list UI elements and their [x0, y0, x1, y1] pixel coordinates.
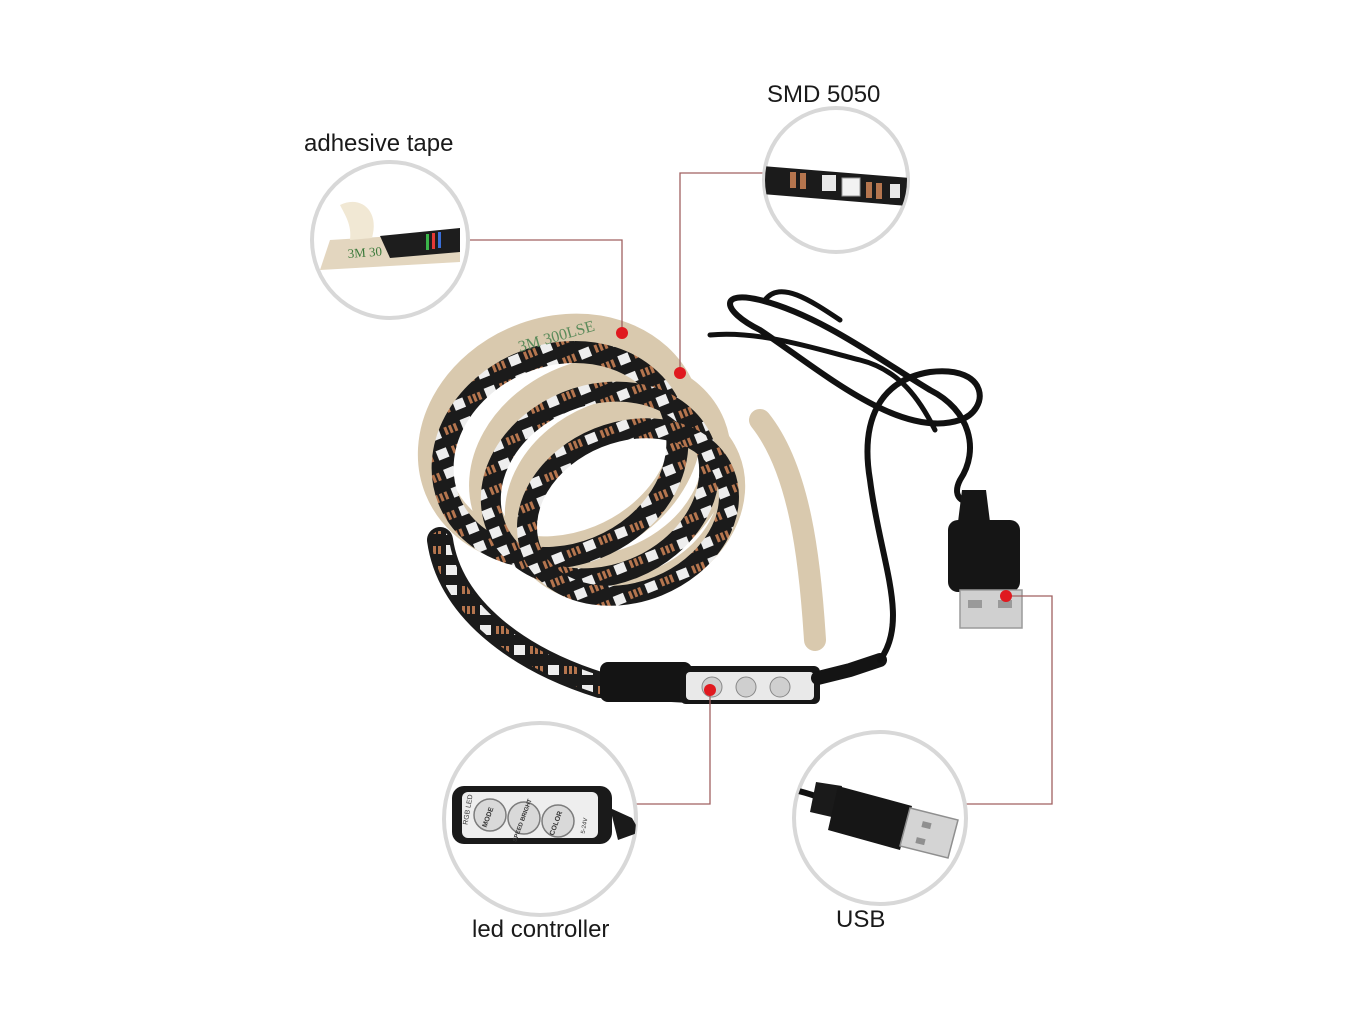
marker-dot-controller	[704, 684, 716, 696]
label-led-controller: led controller	[472, 916, 610, 943]
leader-line-adhesive	[470, 239, 623, 330]
callout-adhesive-tape: 3M 30	[310, 160, 470, 320]
marker-dot-adhesive	[616, 327, 628, 339]
marker-dots	[616, 327, 1012, 696]
callout-smd	[762, 106, 910, 254]
smd-chip-main	[841, 177, 861, 197]
callout-controller: MODE SPEED BRIGHT COLOR RGB LED 5-24V	[442, 721, 638, 917]
leader-line-smd	[679, 172, 765, 370]
label-usb: USB	[836, 906, 886, 933]
marker-dot-smd	[674, 367, 686, 379]
usb-zoom-hole-2	[915, 837, 926, 846]
smd-resistor-2	[800, 173, 806, 189]
leader-lines	[470, 172, 1053, 805]
controller-zoom-mode-button	[473, 798, 507, 832]
controller-strain-relief	[811, 653, 887, 685]
tape-peeled-liner	[340, 201, 374, 240]
smd-resistor-1	[790, 172, 796, 188]
controller-zoom-strain-relief	[610, 808, 636, 840]
usb-plug-body	[948, 520, 1020, 592]
smd-led-image	[765, 166, 907, 206]
tape-small-print: 3M 30	[347, 244, 382, 261]
usb-zoom-hole-1	[921, 821, 932, 830]
usb-strain-relief	[958, 490, 990, 522]
strip-tail-leds	[431, 531, 699, 699]
smd-chip-1	[822, 175, 836, 191]
usb-plug-hole-right	[998, 600, 1012, 608]
led-strip-image: 3M 300LSE	[417, 313, 826, 703]
controller-voltage-label: 5-24V	[581, 817, 590, 834]
smd-resistor-3	[866, 182, 872, 198]
controller-speed-button	[735, 676, 757, 698]
cable-coil	[727, 294, 983, 663]
inline-controller-image	[600, 653, 887, 704]
cable-loop	[707, 331, 938, 433]
controller-image: MODE SPEED BRIGHT COLOR RGB LED 5-24V	[452, 786, 636, 844]
usb-cable-image	[707, 289, 983, 663]
usb-plug-hole-left	[968, 600, 982, 608]
adhesive-tape-image: 3M 30	[320, 201, 460, 270]
tape-pad-green	[426, 234, 429, 250]
strip-loop-inner	[517, 418, 739, 606]
leader-line-usb	[966, 595, 1053, 805]
label-adhesive-tape: adhesive tape	[304, 130, 454, 157]
usb-zoom-body	[828, 786, 912, 850]
controller-zoom-color-button	[541, 804, 575, 838]
usb-zoom-metal	[899, 807, 959, 859]
label-smd: SMD 5050	[767, 81, 881, 108]
leader-line-controller	[636, 692, 711, 805]
usb-plug-image	[948, 490, 1023, 629]
cable-end-loop	[762, 289, 843, 323]
controller-housing-left	[600, 662, 692, 702]
controller-zoom-speed-button	[507, 801, 541, 835]
usb-zoom-image	[795, 782, 959, 859]
smd-chip-2	[890, 184, 900, 198]
marker-dot-usb	[1000, 590, 1012, 602]
tape-pad-red	[432, 233, 435, 249]
callout-usb	[792, 730, 968, 906]
controller-color-button	[769, 676, 791, 698]
tape-pad-blue	[438, 232, 441, 248]
smd-resistor-4	[876, 183, 882, 199]
tape-tail	[749, 409, 826, 651]
